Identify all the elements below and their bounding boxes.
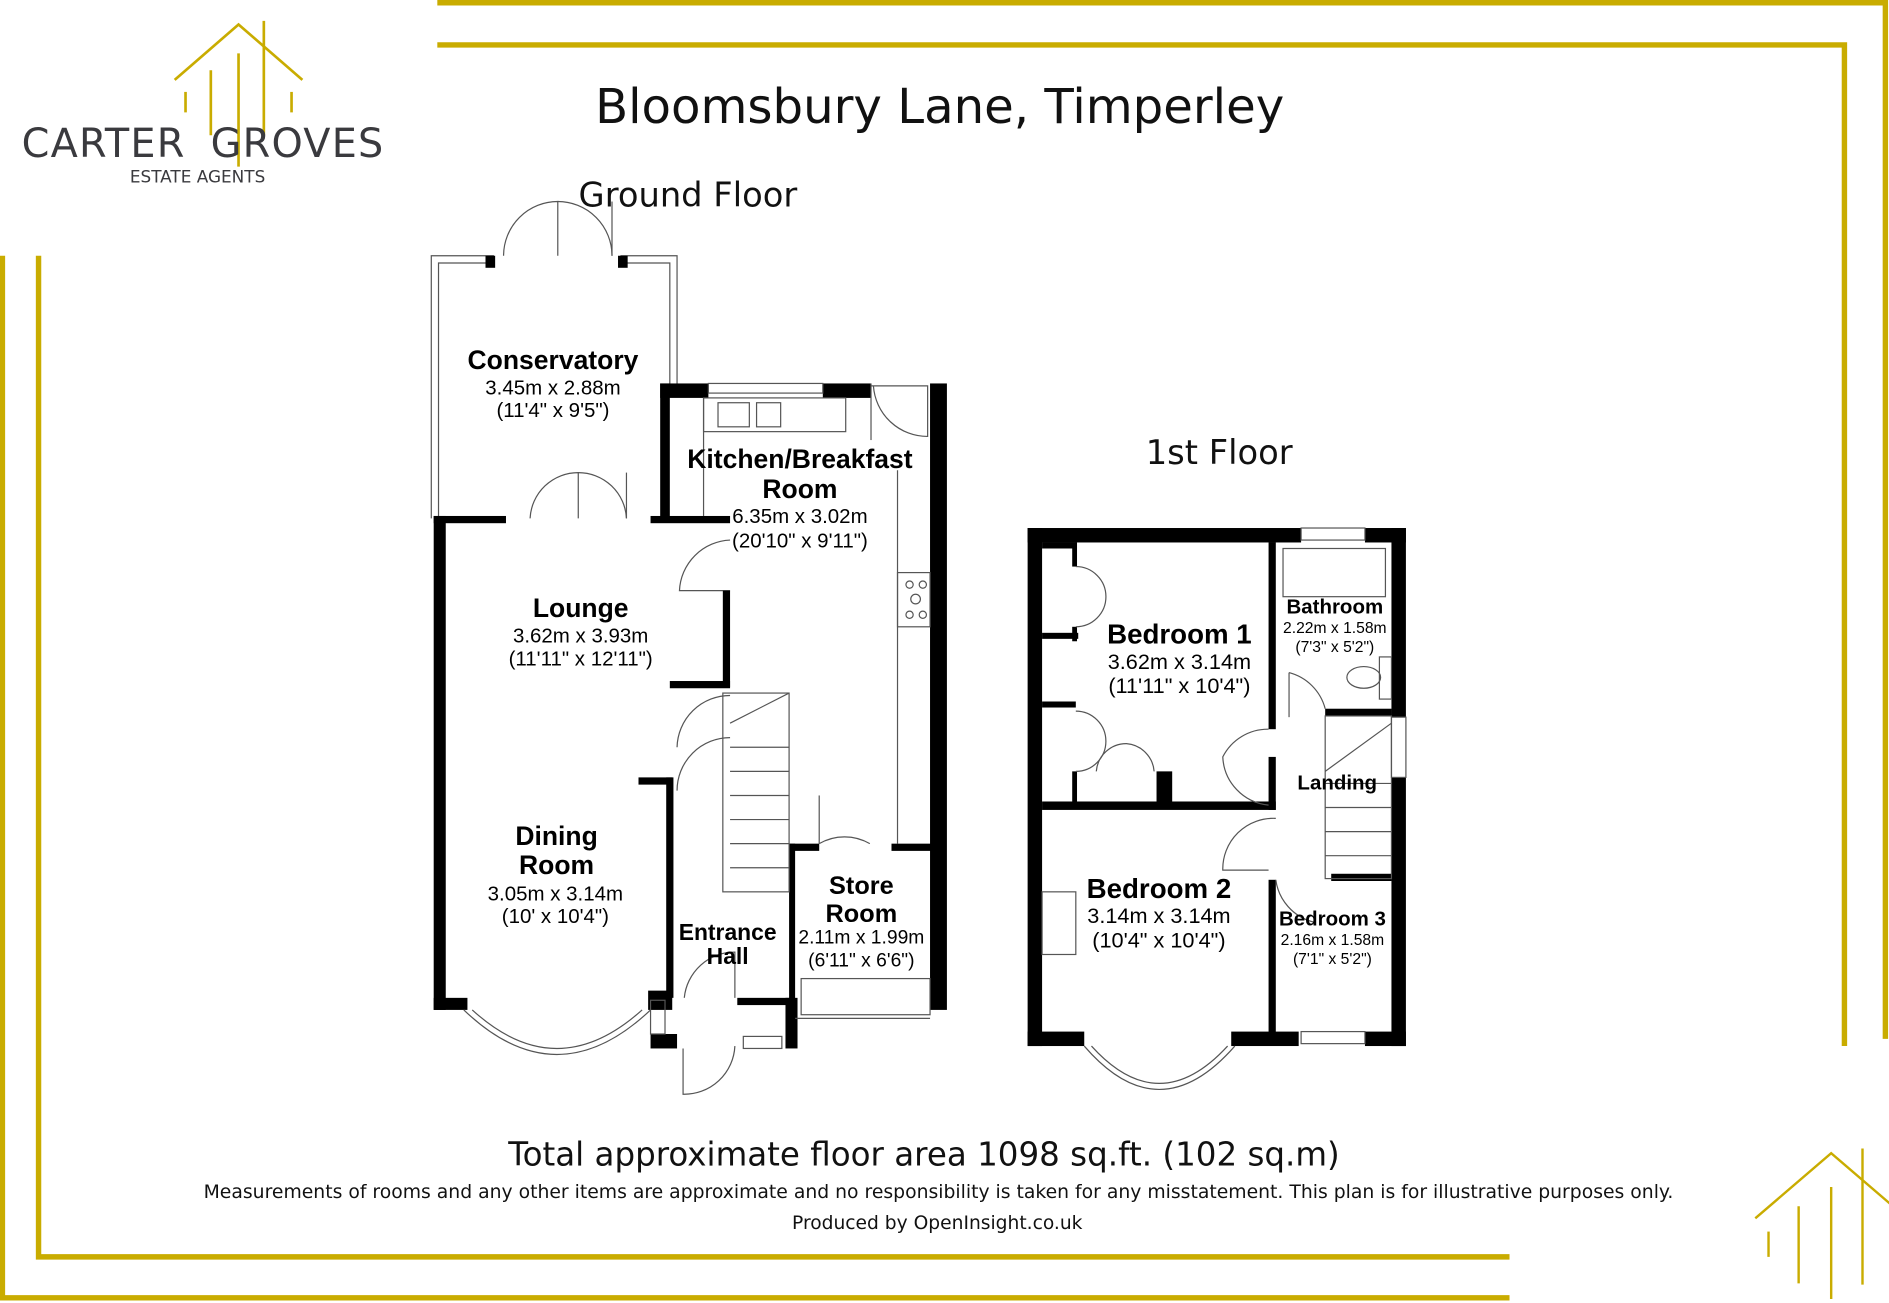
room-label-entrance-hall-line2: Hall <box>707 943 749 969</box>
room-label-store-line2: Room <box>826 900 898 928</box>
room-label-dining: Dining <box>515 821 597 851</box>
first-floor-heading: 1st Floor <box>1146 433 1293 472</box>
total-floor-area: Total approximate floor area 1098 sq.ft.… <box>507 1135 1339 1173</box>
room-size-imperial: (11'11" x 10'4") <box>1108 673 1250 698</box>
room-label-landing: Landing <box>1297 771 1377 794</box>
room-size-imperial: (6'11" x 6'6") <box>808 951 914 972</box>
house-logo-icon-corner <box>1754 1148 1889 1300</box>
room-label-bedroom-3: Bedroom 3 <box>1279 908 1386 931</box>
room-label-kitchen-line2: Room <box>762 474 837 504</box>
room-size-metric: 3.62m x 3.14m <box>1108 649 1251 674</box>
room-size-imperial: (7'3" x 5'2") <box>1295 639 1374 656</box>
page-title: Bloomsbury Lane, Timperley <box>595 79 1284 135</box>
room-size-metric: 2.22m x 1.58m <box>1283 620 1387 637</box>
room-size-imperial: (10' x 10'4") <box>502 905 609 928</box>
brand-tagline: ESTATE AGENTS <box>130 166 265 186</box>
first-floor-plan: Bedroom 1 3.62m x 3.14m (11'11" x 10'4")… <box>1027 527 1407 1090</box>
ground-floor-plan: Conservatory 3.45m x 2.88m (11'4" x 9'5"… <box>430 200 947 1095</box>
room-size-metric: 3.62m x 3.93m <box>513 624 648 647</box>
brand-name-right: GROVES <box>211 121 385 167</box>
room-size-metric: 3.45m x 2.88m <box>485 376 620 399</box>
house-logo-icon <box>173 20 304 167</box>
room-label-bathroom: Bathroom <box>1286 596 1383 619</box>
ground-floor-heading: Ground Floor <box>579 175 798 214</box>
room-label-dining-line2: Room <box>519 850 594 880</box>
room-size-imperial: (7'1" x 5'2") <box>1293 951 1372 968</box>
room-size-metric: 3.05m x 3.14m <box>488 882 623 905</box>
room-label-entrance-hall: Entrance <box>679 919 777 945</box>
room-label-kitchen: Kitchen/Breakfast <box>687 444 913 474</box>
room-size-imperial: (11'11" x 12'11") <box>509 647 653 670</box>
disclaimer: Measurements of rooms and any other item… <box>204 1182 1674 1203</box>
room-size-metric: 2.16m x 1.58m <box>1281 932 1385 949</box>
room-size-metric: 6.35m x 3.02m <box>732 505 867 528</box>
gold-frame-inner <box>35 42 1848 1260</box>
room-size-metric: 3.14m x 3.14m <box>1087 903 1230 928</box>
room-size-metric: 2.11m x 1.99m <box>798 928 924 949</box>
room-label-bedroom-2: Bedroom 2 <box>1087 873 1232 904</box>
room-size-imperial: (11'4" x 9'5") <box>496 399 609 422</box>
room-label-bedroom-1: Bedroom 1 <box>1107 619 1252 650</box>
brand-logo: CARTER GROVES ESTATE AGENTS <box>22 20 385 186</box>
room-size-imperial: (10'4" x 10'4") <box>1092 927 1225 952</box>
brand-name-left: CARTER <box>22 121 186 167</box>
room-size-imperial: (20'10" x 9'11") <box>732 529 868 552</box>
produced-by: Produced by OpenInsight.co.uk <box>792 1213 1083 1234</box>
room-label-store: Store <box>829 872 894 900</box>
room-label-conservatory: Conservatory <box>468 345 639 375</box>
room-label-lounge: Lounge <box>533 593 629 623</box>
